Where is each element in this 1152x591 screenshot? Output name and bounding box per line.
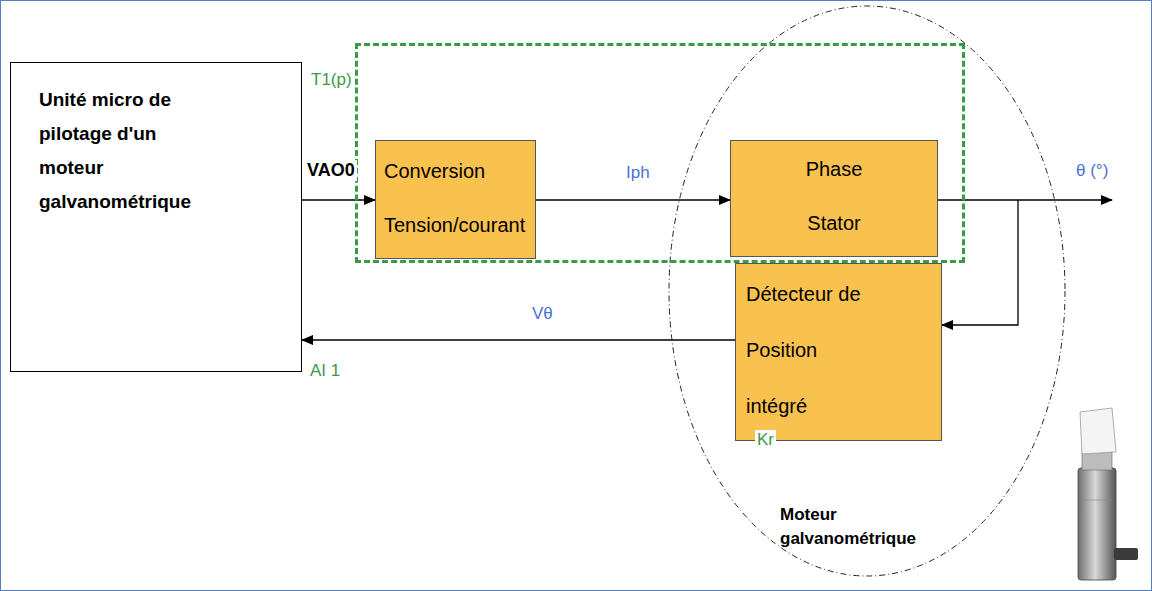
box-label: Conversion Tension/courant	[384, 144, 512, 252]
motor-mirror	[1080, 408, 1116, 454]
output-arrow	[1018, 199, 1112, 200]
signal-arrow	[302, 339, 735, 340]
box-label: Phase Stator	[798, 142, 870, 250]
box-label: Détecteur de Position intégré	[746, 266, 878, 434]
sensor-box: Détecteur de Position intégré	[735, 263, 942, 441]
motor-body	[1078, 468, 1116, 580]
motor-neck	[1082, 452, 1112, 470]
gain-name: Kr	[755, 430, 776, 450]
box-label: Unité micro de pilotage d'un moteur galv…	[39, 83, 214, 219]
process-box: Conversion Tension/courant	[375, 140, 536, 259]
motor-connector	[1114, 548, 1138, 560]
group-heading: Moteur galvanométrique	[780, 503, 940, 551]
motor-ring	[1082, 500, 1112, 501]
signal-arrow	[302, 199, 375, 200]
control-unit-box: Unité micro de pilotage d'un moteur galv…	[10, 62, 302, 372]
motor-photo	[1078, 408, 1138, 580]
motor-ellipse: Moteur galvanométrique Détecteur de Posit…	[668, 5, 1066, 577]
output-signal: θ (°)	[1074, 161, 1110, 181]
ellipse-line	[669, 6, 1065, 576]
process-box: Phase Stator	[730, 140, 938, 257]
signal-name: Iph	[624, 163, 652, 183]
signal-name: Vθ	[530, 304, 555, 324]
transfer-function-group: T1(p)Conversion Tension/courantPhase Sta…	[355, 43, 965, 263]
signal-name: VAO0	[305, 160, 357, 181]
pin-name: AI 1	[308, 361, 342, 381]
signal-arrow	[536, 199, 730, 200]
group-heading: T1(p)	[311, 70, 352, 90]
